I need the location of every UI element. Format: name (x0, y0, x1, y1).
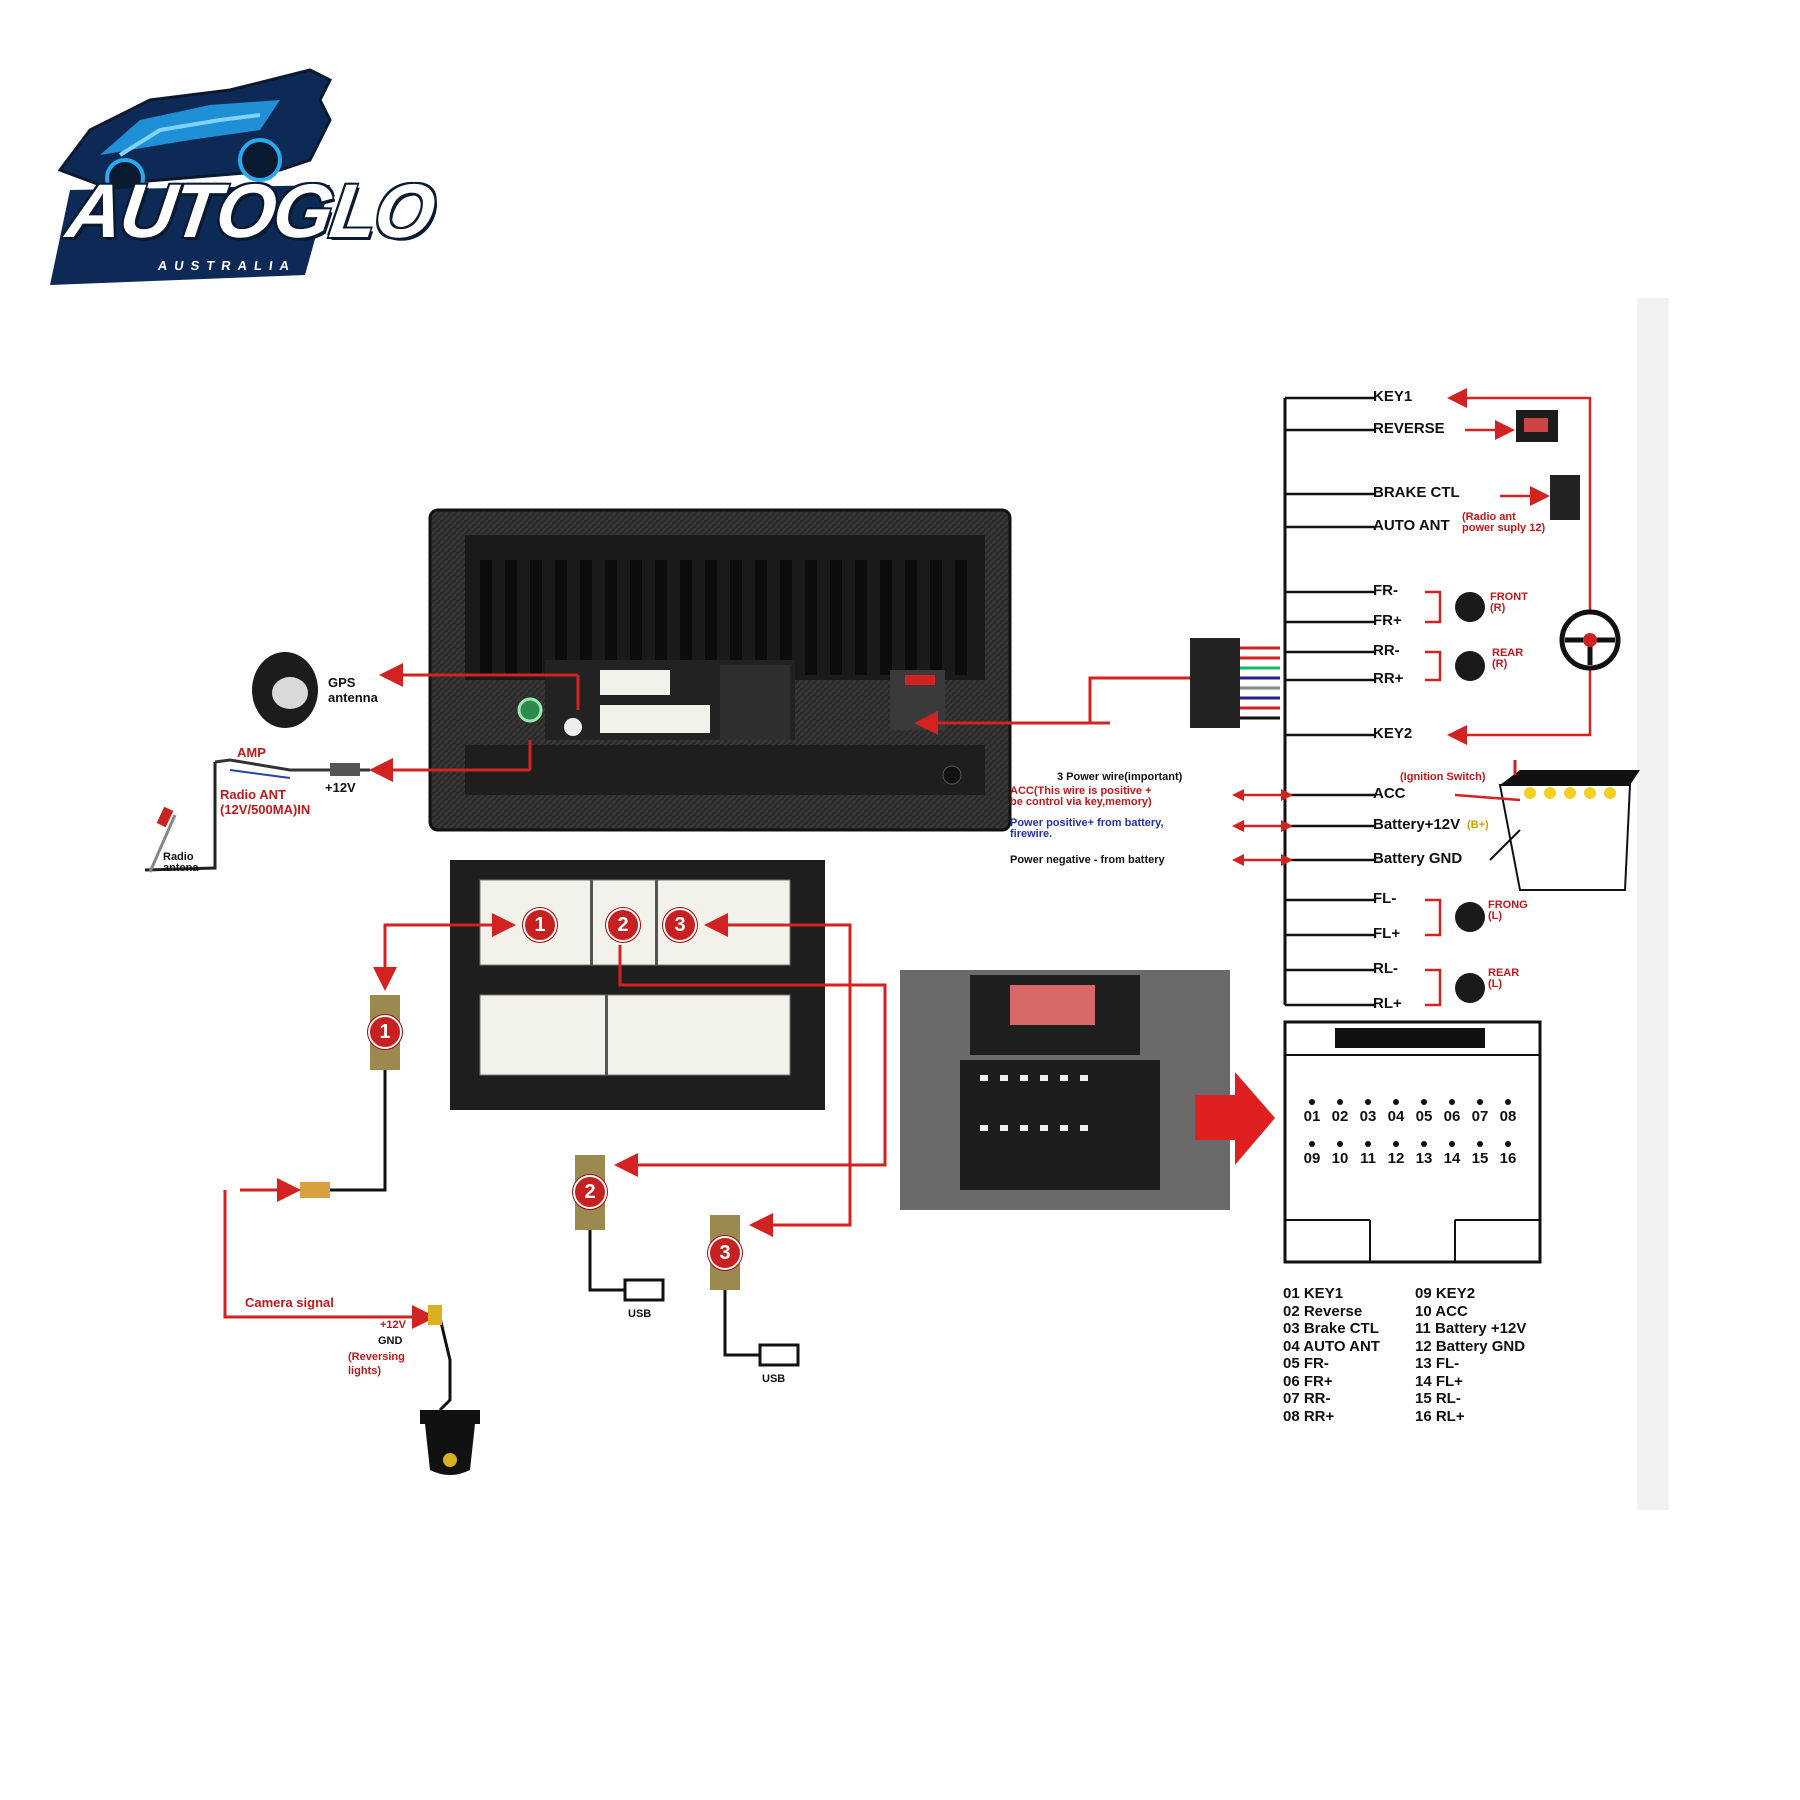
wire-key1: KEY1 (1373, 388, 1413, 405)
legend-item: 08 RR+ (1283, 1407, 1335, 1425)
legend-item: 03 Brake CTL (1283, 1320, 1379, 1337)
camera-gnd-label: GND (378, 1335, 403, 1347)
speaker-icons (1455, 592, 1485, 1003)
wire-fr-minus: FR- (1373, 582, 1398, 599)
power-positive-note: Power positive+ from battery, firewire. (1010, 817, 1164, 840)
pin-14: 14 (1443, 1150, 1461, 1167)
sports-car-icon (50, 68, 333, 285)
pin-09: 09 (1303, 1150, 1321, 1167)
legend-col-right: 09 KEY2 10 ACC 11 Battery +12V 12 Batter… (1415, 1285, 1555, 1425)
pin-13: 13 (1415, 1150, 1433, 1167)
wire-key2: KEY2 (1373, 725, 1413, 742)
wire-rr-minus: RR- (1373, 642, 1400, 659)
legend-item: 13 FL- (1415, 1355, 1460, 1372)
legend-item: 10 ACC (1415, 1302, 1468, 1320)
battery-icon (1498, 760, 1640, 891)
legend-item: 09 KEY2 (1415, 1285, 1476, 1302)
legend-item: 07 RR- (1283, 1390, 1331, 1407)
gps-antenna-icon (252, 652, 318, 728)
big-red-arrow (1195, 1072, 1275, 1165)
radio-antenna-label: Radio antena (163, 851, 199, 874)
plus12-label: +12V (325, 780, 356, 795)
marker-3-connector: 3 (663, 908, 697, 942)
legend-col-left: 01 KEY1 02 Reverse 03 Brake CTL 04 AUTO … (1283, 1285, 1423, 1425)
head-unit (428, 508, 1012, 832)
autoglo-logo: AUTOGLO AUSTRALIA (30, 60, 439, 285)
camera-icon (420, 1305, 480, 1475)
wire-battery-plus: Battery+12V (1373, 816, 1461, 833)
legend-item: 14 FL+ (1415, 1372, 1463, 1390)
wire-fr-plus: FR+ (1373, 612, 1402, 629)
right-edge-strip (1637, 298, 1669, 1510)
usb-label-2: USB (628, 1308, 652, 1320)
pin-08: 08 (1499, 1108, 1517, 1125)
legend-item: 04 AUTO ANT (1283, 1337, 1380, 1355)
front-r-note: FRONT (R) (1490, 591, 1528, 614)
rear-r-note: REAR (R) (1492, 647, 1524, 670)
pin-03: 03 (1359, 1108, 1377, 1125)
wire-acc: ACC (1373, 785, 1406, 802)
legend-item: 02 Reverse (1283, 1302, 1363, 1320)
wire-fl-plus: FL+ (1373, 925, 1401, 942)
legend-item: 15 RL- (1415, 1390, 1461, 1407)
pin-06: 06 (1443, 1108, 1461, 1125)
wire-reverse: REVERSE (1373, 420, 1445, 437)
pin-07: 07 (1471, 1108, 1489, 1125)
marker-1-stub: 1 (368, 1015, 402, 1049)
pin-10: 10 (1331, 1150, 1349, 1167)
wire-battery-gnd: Battery GND (1373, 850, 1463, 867)
pin-01: 01 (1303, 1108, 1321, 1125)
pin-16: 16 (1499, 1150, 1517, 1167)
pin-11: 11 (1360, 1150, 1376, 1167)
rear-l-note: REAR (L) (1488, 967, 1520, 990)
brake-pedal-icon (1550, 475, 1580, 520)
legend-item: 12 Battery GND (1415, 1337, 1526, 1355)
pin-15: 15 (1471, 1150, 1489, 1167)
camera-signal-label: Camera signal (245, 1295, 334, 1310)
steering-wheel-icon (1559, 609, 1621, 671)
wire-rl-minus: RL- (1373, 960, 1398, 977)
legend-item: 01 KEY1 (1283, 1285, 1344, 1302)
legend-item: 05 FR- (1283, 1355, 1329, 1372)
wire-rr-plus: RR+ (1373, 670, 1404, 687)
legend-item: 16 RL+ (1415, 1407, 1465, 1425)
marker-2-connector: 2 (606, 908, 640, 942)
pin-05: 05 (1415, 1108, 1433, 1125)
camera-plus12-label: +12V (380, 1319, 406, 1331)
marker-2-stub: 2 (573, 1175, 607, 1209)
radio-ant-label: Radio ANT (12V/500MA)IN (220, 787, 311, 817)
power-acc-note: ACC(This wire is positive + be control v… (1010, 785, 1152, 808)
bplus-note: (B+) (1467, 819, 1489, 831)
front-l-note: FRONG (L) (1488, 899, 1528, 922)
pin-04: 04 (1387, 1108, 1405, 1125)
wire-brake-ctl: BRAKE CTL (1373, 484, 1460, 501)
legend-item: 11 Battery +12V (1415, 1320, 1527, 1337)
usb-label-3: USB (762, 1373, 786, 1385)
amp-label: AMP (237, 745, 266, 760)
marker-3-stub: 3 (708, 1236, 742, 1270)
ignition-note: (Ignition Switch) (1400, 771, 1486, 783)
power-negative-note: Power negative - from battery (1010, 854, 1165, 866)
power-title: 3 Power wire(important) (1057, 771, 1183, 783)
pin-12: 12 (1387, 1150, 1405, 1167)
marker-1-connector: 1 (523, 908, 557, 942)
auto-ant-note: (Radio ant power suply 12) (1462, 511, 1546, 534)
pin-02: 02 (1331, 1108, 1349, 1125)
legend-item: 06 FR+ (1283, 1372, 1333, 1390)
gps-antenna-label: GPS antenna (328, 675, 378, 705)
wire-fl-minus: FL- (1373, 890, 1397, 907)
wire-rl-plus: RL+ (1373, 995, 1402, 1012)
camera-reversing-label: (Reversing lights) (348, 1351, 405, 1377)
wire-auto-ant: AUTO ANT (1373, 517, 1450, 534)
